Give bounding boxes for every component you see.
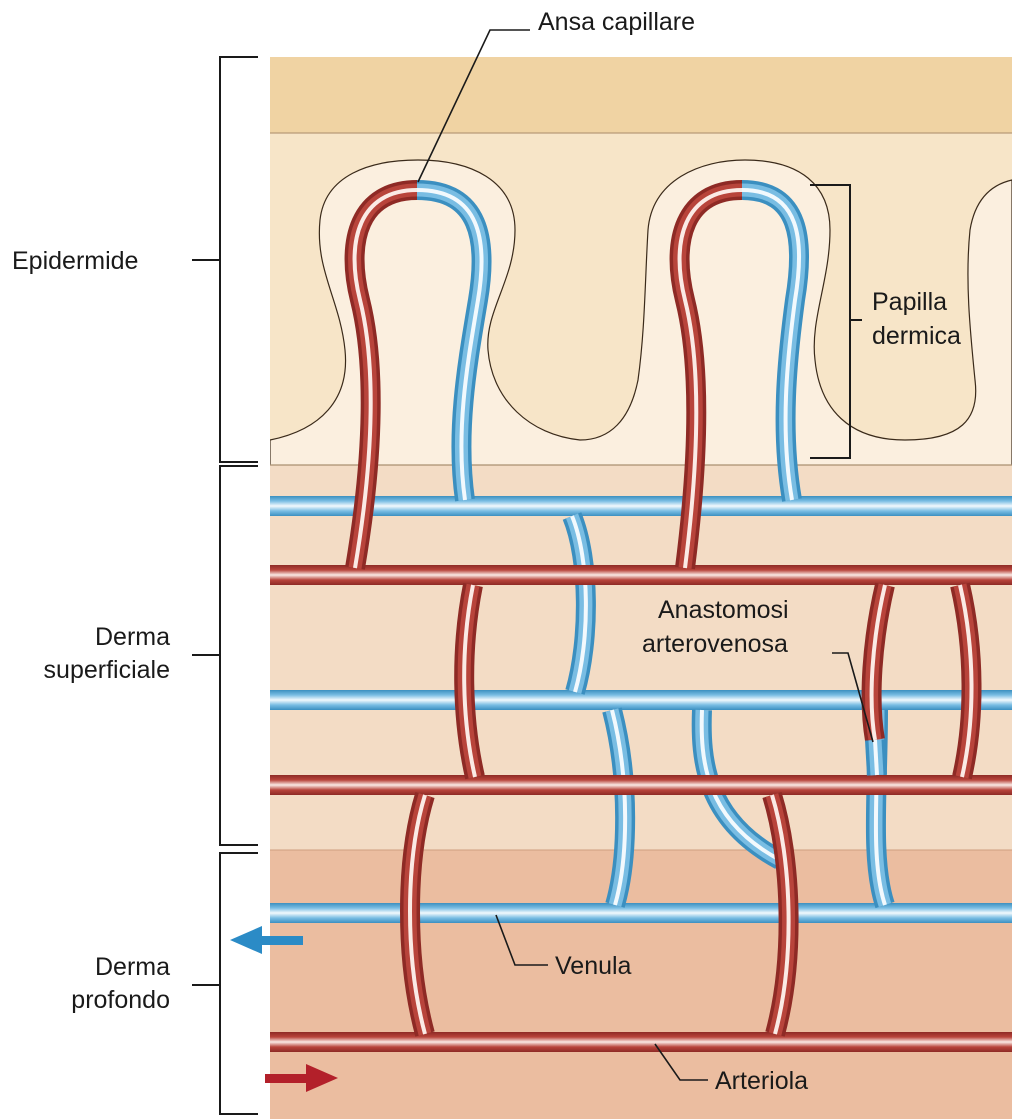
label-venula: Venula <box>555 952 632 980</box>
label-derma-profondo-line2: profondo <box>71 986 170 1014</box>
label-derma-superficiale-line1: Derma <box>95 623 170 651</box>
arteriovenous-anastomosis <box>875 740 877 775</box>
label-derma-profondo-line1: Derma <box>95 953 170 981</box>
stratum-corneum-layer <box>270 57 1012 133</box>
artery-superficial-plexus <box>270 565 1012 585</box>
dermis-deep-layer <box>270 850 1012 1119</box>
label-anastomosi-line2: arterovenosa <box>642 630 788 658</box>
label-ansa-capillare: Ansa capillare <box>538 8 695 36</box>
venula-vessel <box>270 903 1012 923</box>
vein-mid-plexus <box>270 690 1012 710</box>
label-papilla-line2: dermica <box>872 322 961 350</box>
label-papilla-line1: Papilla <box>872 288 947 316</box>
label-arteriola: Arteriola <box>715 1067 808 1095</box>
artery-mid-plexus <box>270 775 1012 795</box>
layer-brackets <box>192 57 258 1114</box>
vein-superficial-plexus <box>270 496 1012 516</box>
arteriola-vessel <box>270 1032 1012 1052</box>
label-epidermide: Epidermide <box>12 247 138 275</box>
label-anastomosi-line1: Anastomosi <box>658 596 789 624</box>
label-derma-superficiale-line2: superficiale <box>44 656 170 684</box>
